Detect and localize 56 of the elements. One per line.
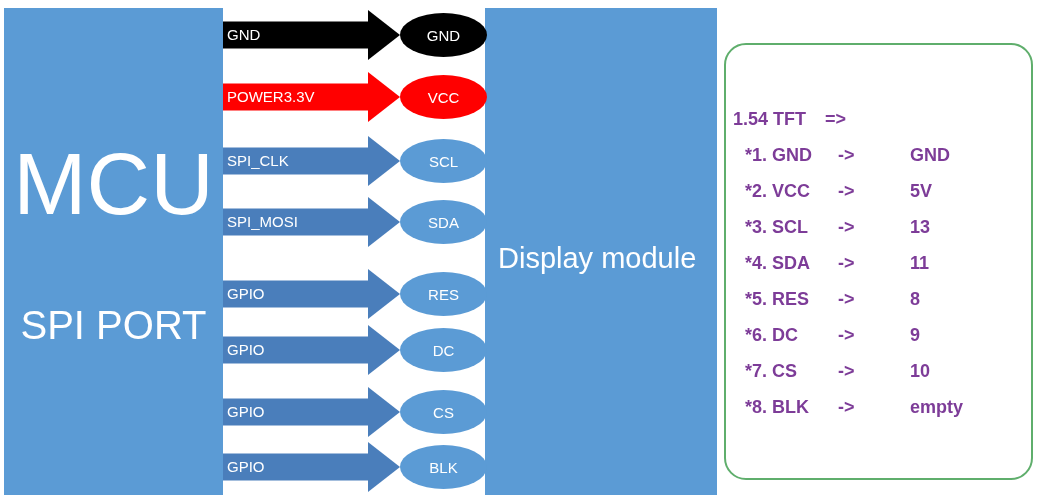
pin-name: *4. SDA xyxy=(745,254,811,272)
mcu-block xyxy=(4,8,223,495)
pin-ellipse xyxy=(400,75,487,119)
pin-label: BLK xyxy=(429,459,458,475)
block-title: Display module xyxy=(498,244,697,273)
pin-name: *7. CS xyxy=(745,362,798,380)
display-module-block xyxy=(485,8,717,495)
pin-name: *6. DC xyxy=(745,326,798,344)
pin-name: *1. GND xyxy=(745,146,813,164)
pin-label: RES xyxy=(428,286,459,302)
pin-ellipse xyxy=(400,328,487,372)
arrow-sign: -> xyxy=(838,218,855,236)
pin-ellipse xyxy=(400,13,487,57)
pin-ellipse xyxy=(400,139,487,183)
arrow-sign: -> xyxy=(838,254,855,272)
arrow-sign: -> xyxy=(838,182,855,200)
pin-name: *2. VCC xyxy=(745,182,811,200)
signal-arrow xyxy=(223,10,400,60)
arrow-sign: -> xyxy=(838,146,855,164)
arrow-sign: -> xyxy=(838,290,855,308)
pin-label: CS xyxy=(433,404,454,420)
signal-arrow xyxy=(223,325,400,375)
pin-assignment: 9 xyxy=(910,326,920,344)
signal-arrow xyxy=(223,136,400,186)
module-name: 1.54 TFT xyxy=(733,110,807,128)
pin-assignment: 11 xyxy=(910,254,930,272)
signal-arrow xyxy=(223,72,400,122)
pin-ellipse xyxy=(400,445,487,489)
arrow-sign: => xyxy=(825,110,847,128)
pin-label: SDA xyxy=(428,214,459,230)
pin-assignment: 8 xyxy=(910,290,920,308)
pin-name: *3. SCL xyxy=(745,218,809,236)
pin-assignment: 5V xyxy=(910,182,933,200)
pin-assignment: 10 xyxy=(910,362,931,380)
pin-mapping-panel xyxy=(724,43,1033,480)
pin-label: SCL xyxy=(428,153,459,169)
arrow-sign: -> xyxy=(838,362,855,380)
pin-label: GND xyxy=(426,27,461,43)
arrow-sign: -> xyxy=(838,326,855,344)
pin-ellipse xyxy=(400,272,487,316)
signal-arrow xyxy=(223,197,400,247)
block-title: MCU xyxy=(13,139,214,228)
block-subtitle: SPI PORT xyxy=(20,305,207,346)
pin-assignment: GND xyxy=(910,146,950,164)
pin-name: *5. RES xyxy=(745,290,810,308)
arrow-sign: -> xyxy=(838,398,855,416)
signal-arrow xyxy=(223,269,400,319)
pin-ellipse xyxy=(400,200,487,244)
pin-label: DC xyxy=(432,342,455,358)
pin-name: *8. BLK xyxy=(745,398,809,416)
signal-arrow xyxy=(223,387,400,437)
pin-ellipse xyxy=(400,390,487,434)
pin-assignment: empty xyxy=(910,398,963,416)
signal-arrow xyxy=(223,442,400,492)
pin-label: VCC xyxy=(427,89,460,105)
pin-assignment: 13 xyxy=(910,218,931,236)
